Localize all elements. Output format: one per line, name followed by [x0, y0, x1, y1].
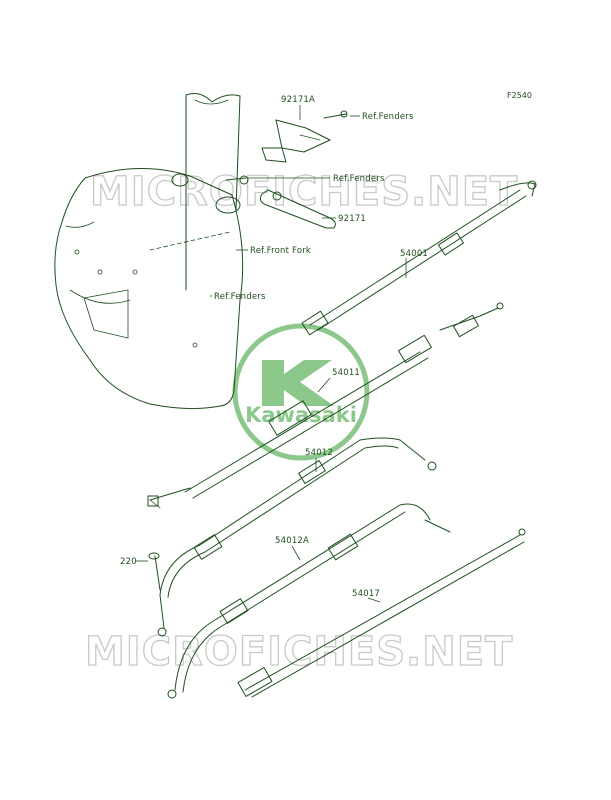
label-ref-fenders-2[interactable]: Ref.Fenders [333, 174, 385, 184]
watermark-text-top: MICROFICHES.NET [90, 169, 518, 215]
leader-lines [136, 105, 407, 603]
cable-54011-drawing [147, 302, 504, 509]
cable-54012A-drawing [167, 503, 451, 699]
label-220[interactable]: 220 [120, 557, 137, 567]
label-ref-fenders-1[interactable]: Ref.Fenders [362, 112, 414, 122]
cable-54012-drawing [157, 437, 437, 637]
label-54012[interactable]: 54012 [305, 448, 333, 458]
front-fender-drawing [54, 167, 244, 410]
bracket-92171A [261, 110, 348, 163]
label-92171A[interactable]: 92171A [281, 95, 315, 105]
bracket-92171 [225, 175, 336, 229]
front-fork-drawing [171, 93, 241, 291]
watermark-text-bottom: MICROFICHES.NET [85, 629, 513, 675]
cable-54001-drawing [301, 180, 537, 336]
cable-54017-drawing [237, 528, 526, 698]
label-92171[interactable]: 92171 [338, 214, 366, 224]
kawasaki-logo-watermark: Kawasaki [232, 323, 370, 461]
label-54012A[interactable]: 54012A [275, 536, 309, 546]
label-ref-front-fork[interactable]: Ref.Front Fork [250, 246, 311, 256]
label-54001[interactable]: 54001 [400, 249, 428, 259]
bolt-220-drawing [148, 552, 161, 591]
label-ref-fenders-3[interactable]: Ref.Fenders [214, 292, 266, 302]
label-54011[interactable]: 54011 [332, 368, 360, 378]
label-54017[interactable]: 54017 [352, 589, 380, 599]
figure-code: F2540 [507, 91, 532, 100]
